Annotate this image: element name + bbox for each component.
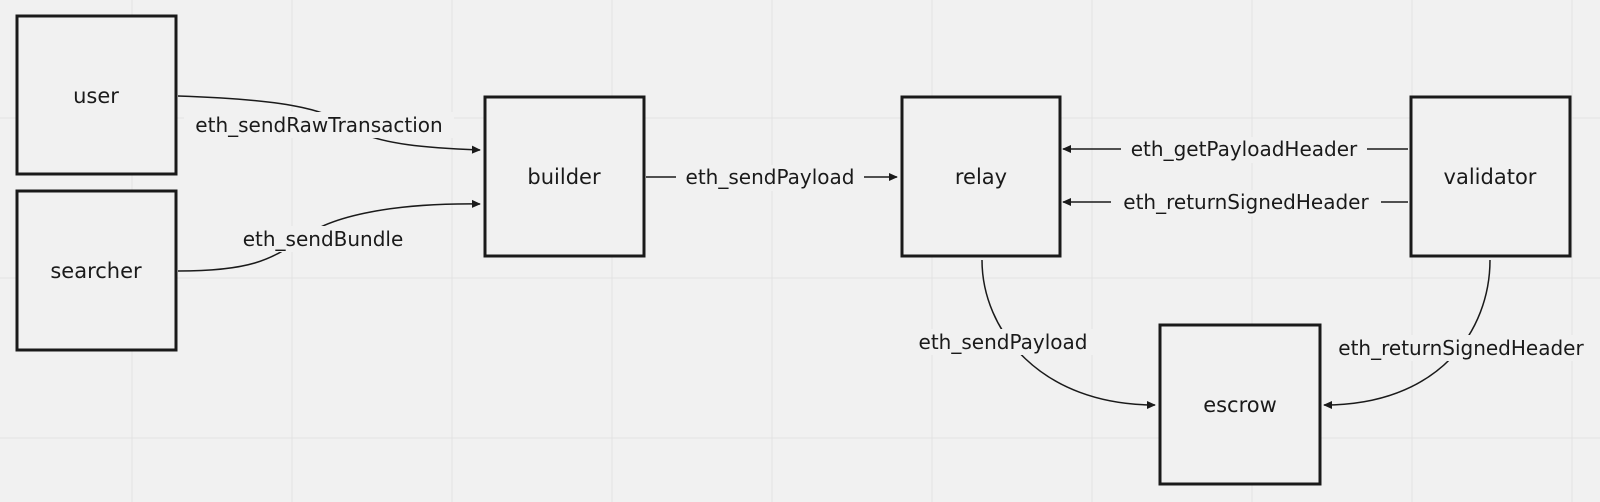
edge-label-validator-return-header: eth_returnSignedHeader <box>1123 190 1369 214</box>
edge-label-relay-to-escrow: eth_sendPayload <box>919 330 1088 354</box>
edge-label-validator-to-escrow: eth_returnSignedHeader <box>1338 336 1584 360</box>
node-builder[interactable]: builder <box>483 95 646 258</box>
node-label-relay: relay <box>955 165 1007 189</box>
node-validator[interactable]: validator <box>1409 95 1572 258</box>
edge-validator-to-escrow <box>1323 259 1491 410</box>
node-label-user: user <box>73 84 119 108</box>
node-label-validator: validator <box>1444 165 1537 189</box>
node-label-escrow: escrow <box>1203 393 1277 417</box>
node-relay[interactable]: relay <box>900 95 1062 258</box>
node-label-builder: builder <box>527 165 601 189</box>
node-searcher[interactable]: searcher <box>15 189 178 352</box>
edge-label-user-to-builder: eth_sendRawTransaction <box>195 113 442 137</box>
edge-label-builder-to-relay: eth_sendPayload <box>686 165 855 189</box>
node-user[interactable]: user <box>15 14 178 176</box>
node-escrow[interactable]: escrow <box>1158 323 1322 486</box>
edge-label-searcher-to-builder: eth_sendBundle <box>243 227 404 251</box>
edge-labels: eth_sendRawTransaction eth_sendBundle et… <box>184 112 1596 361</box>
node-label-searcher: searcher <box>50 259 142 283</box>
edge-relay-to-escrow <box>981 259 1156 410</box>
edge-label-validator-get-header: eth_getPayloadHeader <box>1131 137 1358 161</box>
nodes: user searcher builder relay validator es… <box>15 14 1572 486</box>
